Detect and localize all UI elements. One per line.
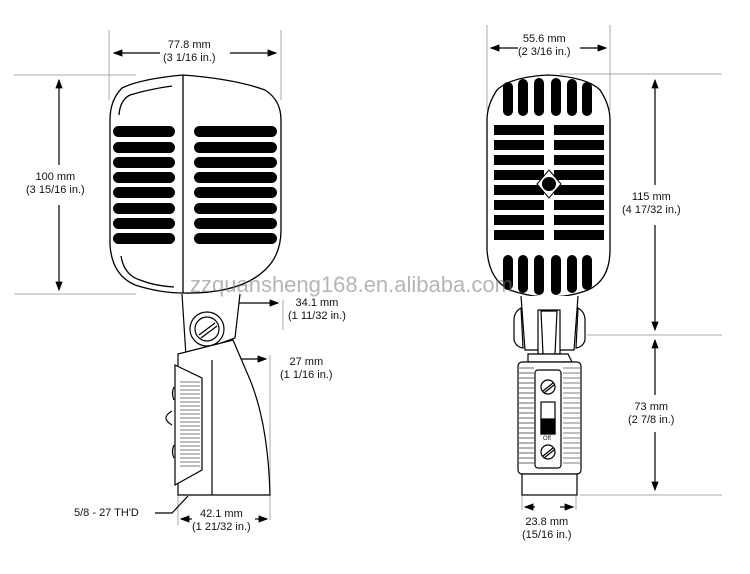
side-head-height-label: 100 mm (3 15/16 in.) bbox=[26, 171, 85, 197]
inch-value: (1 1/16 in.) bbox=[280, 369, 333, 381]
front-head-width-label: 55.6 mm (2 3/16 in.) bbox=[518, 33, 571, 59]
mm-value: 27 mm bbox=[289, 356, 324, 368]
extension-lines bbox=[14, 25, 722, 525]
thread-label: 5/8 - 27 TH'D bbox=[74, 507, 139, 520]
front-grille-slots bbox=[494, 78, 604, 295]
inch-value: (2 3/16 in.) bbox=[518, 46, 571, 58]
front-handle-ribs bbox=[519, 367, 580, 464]
inch-value: (3 1/16 in.) bbox=[163, 52, 216, 64]
mm-value: 77.8 mm bbox=[167, 39, 211, 51]
mm-value: 34.1 mm bbox=[295, 297, 339, 309]
switch-off-label: Off bbox=[543, 436, 551, 442]
side-base-ribs bbox=[180, 381, 200, 467]
base-width-label: 42.1 mm (1 21/32 in.) bbox=[192, 508, 251, 534]
mm-value: 42.1 mm bbox=[199, 508, 243, 520]
base-depth-label: 27 mm (1 1/16 in.) bbox=[280, 356, 333, 382]
inch-value: (4 17/32 in.) bbox=[622, 204, 681, 216]
handle-width-label: 23.8 mm (15/16 in.) bbox=[522, 516, 572, 542]
inch-value: (1 11/32 in.) bbox=[288, 310, 346, 322]
inch-value: (1 21/32 in.) bbox=[192, 521, 251, 533]
mm-value: 115 mm bbox=[631, 191, 671, 203]
front-center-ornament bbox=[536, 169, 562, 199]
front-view-handle bbox=[513, 295, 586, 496]
front-head-height-label: 115 mm (4 17/32 in.) bbox=[622, 191, 681, 217]
side-head-width-label: 77.8 mm (3 1/16 in.) bbox=[163, 39, 216, 65]
inch-value: (2 7/8 in.) bbox=[628, 414, 675, 426]
watermark: zzquansheng168.en.alibaba.com bbox=[190, 272, 513, 297]
inch-value: (15/16 in.) bbox=[522, 529, 572, 541]
mm-value: 55.6 mm bbox=[522, 33, 566, 45]
mm-value: 73 mm bbox=[634, 401, 669, 413]
inch-value: (3 15/16 in.) bbox=[26, 184, 85, 196]
pivot-offset-label: 34.1 mm (1 11/32 in.) bbox=[288, 297, 346, 323]
side-view-base bbox=[165, 293, 271, 496]
mm-value: 23.8 mm bbox=[525, 516, 569, 528]
mm-value: 100 mm bbox=[35, 171, 76, 183]
side-grille-slots bbox=[113, 126, 277, 244]
side-view-head bbox=[109, 74, 282, 294]
handle-height-label: 73 mm (2 7/8 in.) bbox=[628, 401, 675, 427]
